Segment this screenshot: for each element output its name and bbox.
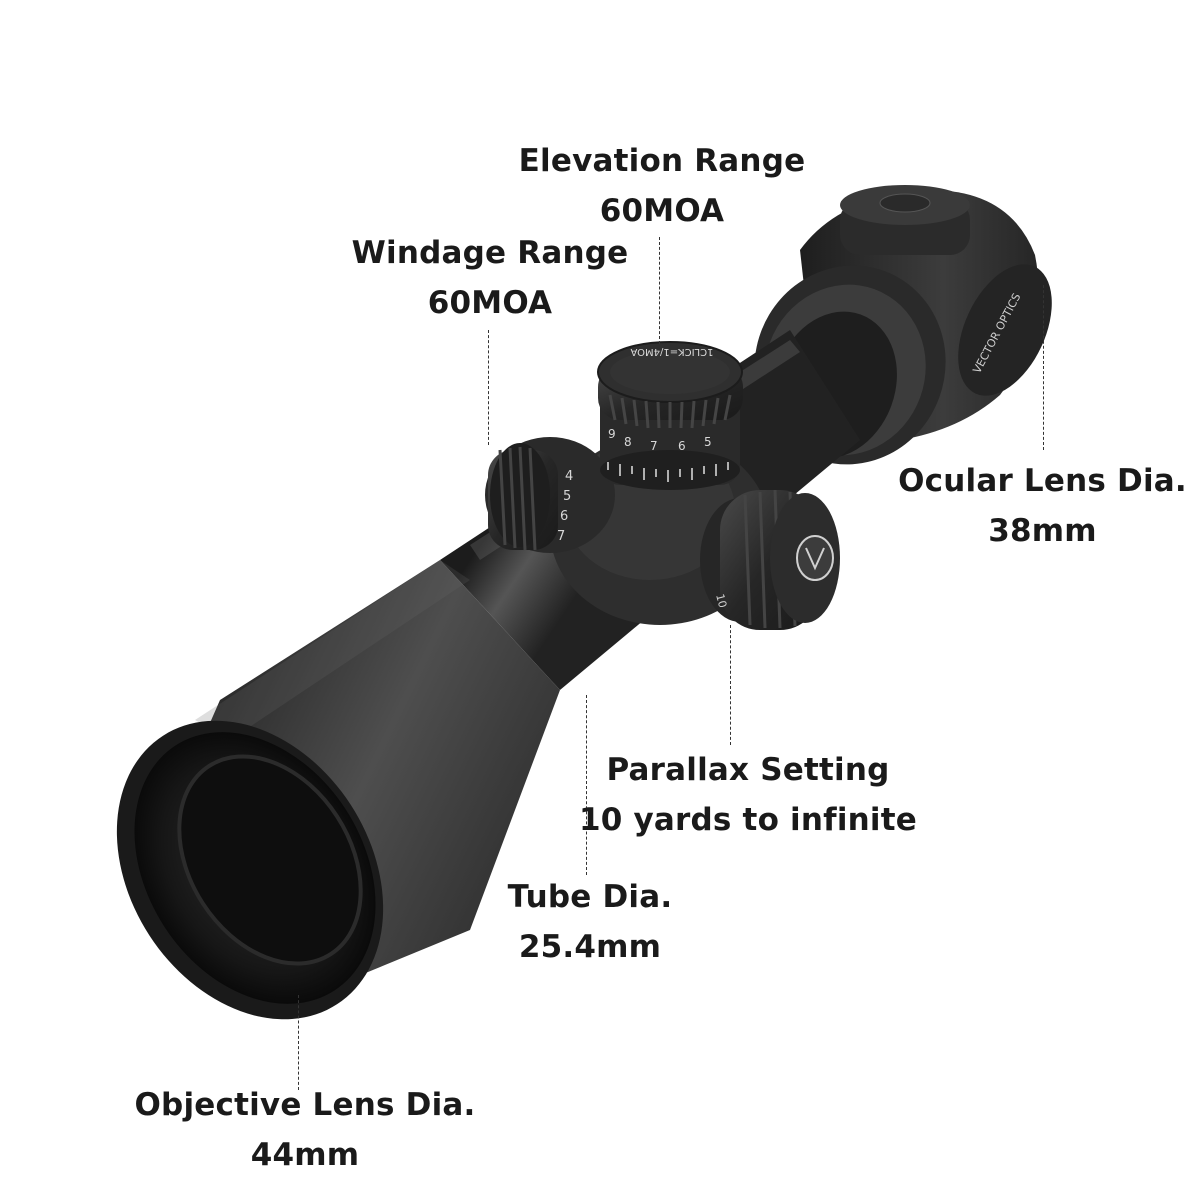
svg-text:10: 10 [713,592,729,609]
power-throw-knob [840,185,970,255]
windage-leader-line [488,330,489,445]
ocular-leader-line [1043,285,1044,450]
svg-text:7: 7 [650,439,658,453]
elevation-range-value: 60MOA [599,193,725,229]
ocular-lens-label: Ocular Lens Dia. [898,463,1187,499]
elevation-range-callout: Elevation Range 60MOA [512,136,812,236]
tube-leader-line [586,695,587,875]
elevation-leader-line [659,237,660,344]
parallax-turret: 10 [700,489,840,630]
tube-diameter-label: Tube Dia. [507,879,673,915]
svg-text:4: 4 [565,469,573,484]
parallax-setting-label: Parallax Setting [606,752,890,788]
objective-leader-line [298,995,299,1090]
tube-diameter-value: 25.4mm [518,929,662,965]
objective-lens-callout: Objective Lens Dia. 44mm [120,1080,490,1180]
windage-range-label: Windage Range [351,235,629,271]
elevation-turret: 1CLICK=1/4MOA 9 8 7 6 5 [597,341,743,490]
svg-text:6: 6 [678,439,686,453]
svg-text:6: 6 [560,509,568,524]
ocular-lens-callout: Ocular Lens Dia. 38mm [895,456,1190,556]
windage-turret: 4 5 6 7 [485,437,615,553]
tube-diameter-callout: Tube Dia. 25.4mm [470,872,710,972]
parallax-setting-value: 10 yards to infinite [578,802,918,838]
parallax-setting-callout: Parallax Setting 10 yards to infinite [578,745,918,845]
elevation-range-label: Elevation Range [518,143,806,179]
ocular-lens-value: 38mm [988,513,1097,549]
objective-lens-label: Objective Lens Dia. [134,1087,476,1123]
windage-range-callout: Windage Range 60MOA [340,228,640,328]
svg-text:5: 5 [563,489,571,504]
turret-engraving: 1CLICK=1/4MOA [630,346,713,357]
svg-text:5: 5 [704,435,712,449]
svg-text:9: 9 [608,427,616,441]
objective-bell [116,560,560,1020]
parallax-leader-line [730,625,731,745]
svg-text:7: 7 [557,529,565,544]
objective-lens-value: 44mm [250,1137,360,1173]
svg-text:8: 8 [624,435,632,449]
windage-range-value: 60MOA [427,285,553,321]
